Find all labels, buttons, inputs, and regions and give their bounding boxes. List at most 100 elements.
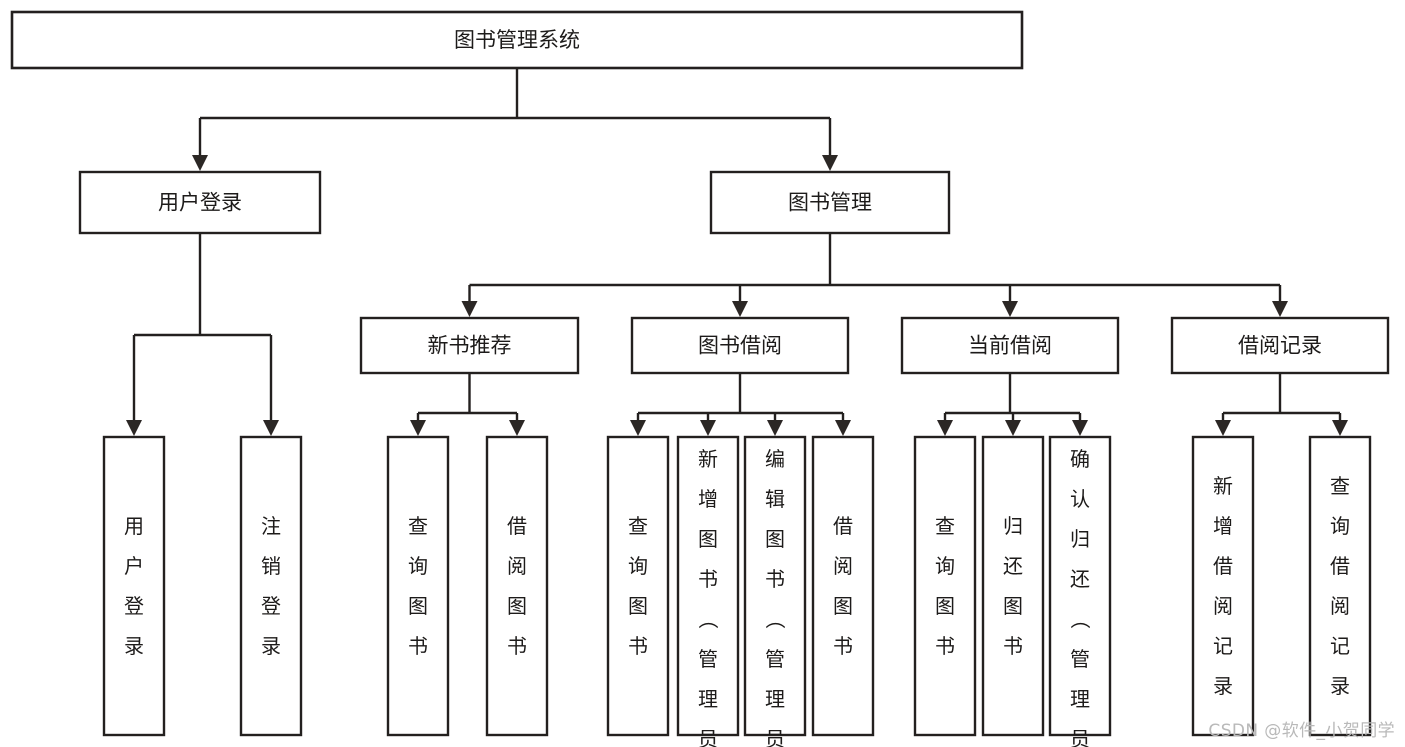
svg-text:新: 新 <box>1213 474 1233 498</box>
node-label-leaf-user-login: 用户登录 <box>124 514 144 658</box>
node-box-leaf-confirm-return-admin <box>1048 435 1112 737</box>
node-label-root: 图书管理系统 <box>454 28 580 52</box>
node-leaf-user-login[interactable]: 用户登录 <box>102 435 166 737</box>
svg-text:图: 图 <box>628 594 648 618</box>
node-box-leaf-add-book-admin <box>676 435 740 737</box>
arrowhead-leaf-query-book-recommend <box>410 420 426 436</box>
node-box-leaf-user-logout <box>239 435 303 737</box>
node-new-book-recommend[interactable]: 新书推荐 <box>359 316 580 375</box>
svg-text:阅: 阅 <box>1330 594 1350 618</box>
arrowhead-leaf-borrow-book <box>835 420 851 436</box>
svg-text:录: 录 <box>261 634 281 658</box>
node-label-borrow-record: 借阅记录 <box>1238 334 1322 358</box>
svg-text:借: 借 <box>507 514 527 538</box>
svg-text:销: 销 <box>261 554 281 578</box>
svg-text:询: 询 <box>935 554 955 578</box>
svg-text:辑: 辑 <box>765 487 785 511</box>
node-book-management[interactable]: 图书管理 <box>709 170 951 235</box>
svg-text:书: 书 <box>628 634 648 658</box>
svg-text:管: 管 <box>1070 647 1090 671</box>
svg-text:借: 借 <box>833 514 853 538</box>
arrowhead-leaf-edit-book-admin <box>767 420 783 436</box>
svg-text:借: 借 <box>1330 554 1350 578</box>
svg-text:（: （ <box>763 609 787 629</box>
svg-text:图: 图 <box>408 594 428 618</box>
svg-text:理: 理 <box>765 687 785 711</box>
node-box-leaf-query-book-current <box>913 435 977 737</box>
svg-text:登: 登 <box>261 594 281 618</box>
svg-text:管: 管 <box>698 647 718 671</box>
svg-text:书: 书 <box>765 567 785 591</box>
svg-text:员: 员 <box>698 727 718 747</box>
svg-text:录: 录 <box>124 634 144 658</box>
node-book-borrow[interactable]: 图书借阅 <box>630 316 850 375</box>
svg-text:理: 理 <box>1070 687 1090 711</box>
svg-text:录: 录 <box>1330 674 1350 698</box>
arrowhead-book-management <box>822 155 838 171</box>
svg-text:员: 员 <box>1070 727 1090 747</box>
svg-text:图: 图 <box>935 594 955 618</box>
svg-text:用: 用 <box>124 514 144 538</box>
node-box-leaf-query-book-recommend <box>386 435 450 737</box>
node-borrow-record[interactable]: 借阅记录 <box>1170 316 1390 375</box>
svg-text:借: 借 <box>1213 554 1233 578</box>
node-current-borrow[interactable]: 当前借阅 <box>900 316 1120 375</box>
svg-text:书: 书 <box>833 634 853 658</box>
arrowhead-leaf-user-logout <box>263 420 279 436</box>
node-layer: 图书管理系统用户登录图书管理新书推荐图书借阅当前借阅借阅记录用户登录注销登录查询… <box>10 10 1390 747</box>
svg-text:理: 理 <box>698 687 718 711</box>
svg-text:查: 查 <box>408 514 428 538</box>
svg-text:阅: 阅 <box>1213 594 1233 618</box>
node-box-user-login <box>78 170 322 235</box>
svg-text:查: 查 <box>628 514 648 538</box>
node-box-leaf-user-login <box>102 435 166 737</box>
svg-text:还: 还 <box>1070 567 1090 591</box>
svg-text:查: 查 <box>1330 474 1350 498</box>
node-label-current-borrow: 当前借阅 <box>968 334 1052 358</box>
node-box-current-borrow <box>900 316 1120 375</box>
node-box-new-book-recommend <box>359 316 580 375</box>
node-label-user-login: 用户登录 <box>158 191 242 215</box>
arrowhead-user-login <box>192 155 208 171</box>
arrowhead-leaf-query-book-current <box>937 420 953 436</box>
node-box-leaf-borrow-book <box>811 435 875 737</box>
svg-text:书: 书 <box>1003 634 1023 658</box>
svg-text:归: 归 <box>1070 527 1090 551</box>
node-root[interactable]: 图书管理系统 <box>10 10 1024 70</box>
node-user-login[interactable]: 用户登录 <box>78 170 322 235</box>
arrowhead-leaf-borrow-book-recommend <box>509 420 525 436</box>
node-box-leaf-query-borrow-record <box>1308 435 1372 737</box>
svg-text:编: 编 <box>765 447 785 471</box>
svg-text:记: 记 <box>1213 634 1233 658</box>
arrowhead-leaf-confirm-return-admin <box>1072 420 1088 436</box>
svg-text:询: 询 <box>1330 514 1350 538</box>
arrowhead-book-borrow <box>732 301 748 317</box>
node-box-root <box>10 10 1024 70</box>
edges-from-current-borrow <box>937 373 1088 436</box>
arrowhead-borrow-record <box>1272 301 1288 317</box>
arrowhead-current-borrow <box>1002 301 1018 317</box>
svg-text:图: 图 <box>833 594 853 618</box>
svg-text:记: 记 <box>1330 634 1350 658</box>
csdn-watermark: CSDN @软件_小贺同学 <box>1208 721 1395 741</box>
